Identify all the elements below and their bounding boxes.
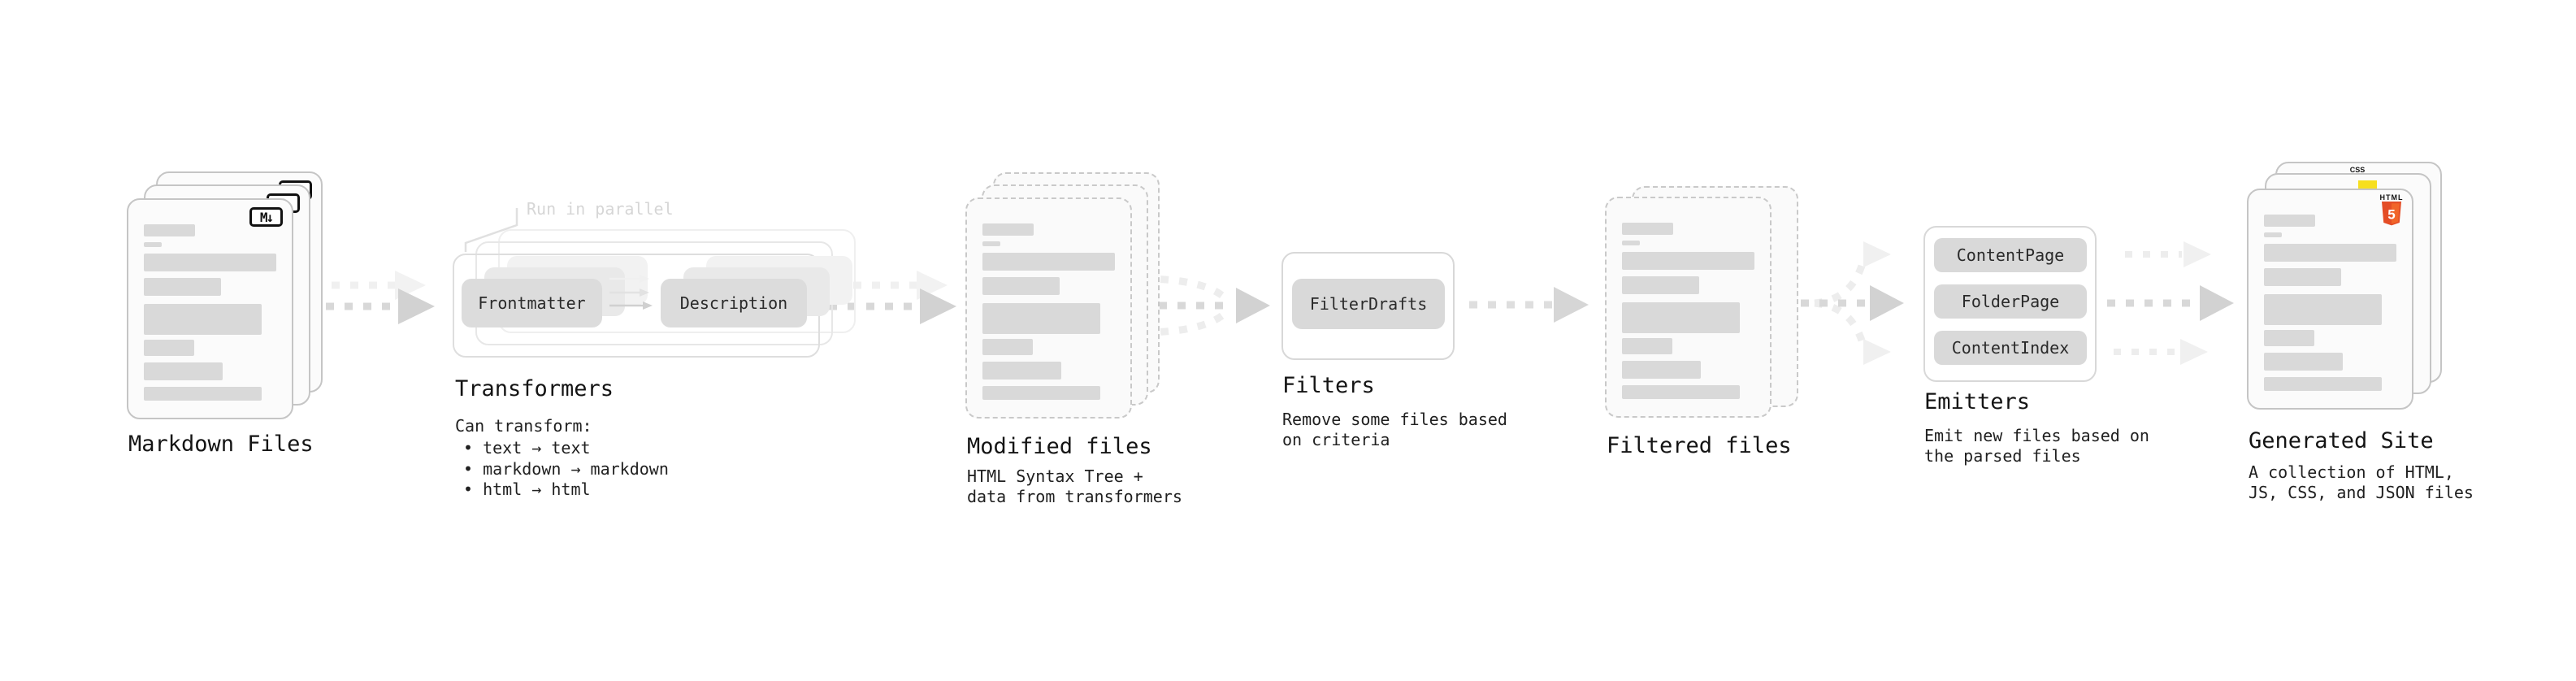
markdown-files-label: Markdown Files <box>128 432 314 457</box>
skeleton-text-bar <box>1622 302 1740 333</box>
transformers-label: Transformers <box>455 376 614 401</box>
skeleton-text-bar <box>1622 361 1701 379</box>
html5-icon: HTML 5 <box>2379 194 2404 228</box>
skeleton-text-bar <box>982 386 1100 400</box>
filtered-file-card-front <box>1605 197 1772 418</box>
filterdrafts-node: FilterDrafts <box>1292 279 1445 329</box>
modified-files-label: Modified files <box>967 434 1152 459</box>
skeleton-text-bar <box>1622 223 1673 235</box>
skeleton-text-bar <box>144 278 221 296</box>
skeleton-text-bar <box>144 340 194 356</box>
skeleton-text-bar <box>2264 294 2382 325</box>
generated-site-label: Generated Site <box>2249 428 2434 453</box>
skeleton-text-bar <box>144 304 262 335</box>
skeleton-text-bar <box>2264 244 2396 262</box>
arrow-filters-to-filtered <box>1469 287 1589 323</box>
skeleton-text-bar <box>2264 330 2314 346</box>
skeleton-text-bar <box>144 387 262 401</box>
skeleton-text-bar <box>982 253 1115 271</box>
filters-frame <box>1281 252 1455 360</box>
emitters-frame <box>1923 226 2097 382</box>
contentindex-node: ContentIndex <box>1934 331 2087 365</box>
generated-site-desc-line: JS, CSS, and JSON files <box>2249 483 2474 502</box>
generated-site-desc-line: A collection of HTML, <box>2249 462 2454 482</box>
skeleton-text-bar <box>982 362 1061 380</box>
run-in-parallel-note: Run in parallel <box>527 199 674 219</box>
arrow-emitters-to-generated <box>2107 241 2234 365</box>
transformers-bullet: • html → html <box>463 479 591 499</box>
skeleton-text-bar <box>144 362 223 380</box>
skeleton-text-bar <box>2264 215 2315 227</box>
generated-file-card-html: HTML 5 <box>2247 189 2413 410</box>
skeleton-text-bar <box>2264 353 2343 371</box>
filtered-files-label: Filtered files <box>1607 433 1792 458</box>
filters-desc-line: on criteria <box>1282 430 1390 449</box>
description-node: Description <box>661 279 807 327</box>
modified-files-desc-line: HTML Syntax Tree + <box>967 466 1143 486</box>
arrow-markdown-to-transformers <box>307 271 435 324</box>
skeleton-text-bar <box>2264 232 2282 237</box>
skeleton-text-bar <box>982 277 1060 295</box>
skeleton-text-bar <box>1622 252 1754 270</box>
js-icon <box>2358 180 2377 191</box>
filters-label: Filters <box>1282 373 1375 398</box>
skeleton-text-bar <box>982 339 1033 355</box>
contentpage-node: ContentPage <box>1934 238 2087 272</box>
skeleton-text-bar <box>144 242 162 247</box>
markdown-file-card-front: M↓ <box>127 198 293 419</box>
arrow-transformers-to-modified <box>829 271 956 324</box>
folderpage-node: FolderPage <box>1934 284 2087 319</box>
skeleton-text-bar <box>1622 385 1740 399</box>
emitters-desc-line: the parsed files <box>1924 446 2081 466</box>
emitters-label: Emitters <box>1924 389 2031 414</box>
skeleton-text-bar <box>982 241 1000 246</box>
transformers-bullet: • markdown → markdown <box>463 459 669 479</box>
skeleton-text-bar <box>144 224 195 236</box>
svg-text:5: 5 <box>2387 207 2395 223</box>
transformers-desc-title: Can transform: <box>455 416 592 436</box>
skeleton-text-bar <box>2264 377 2382 391</box>
frontmatter-to-description-arrows <box>609 275 653 310</box>
skeleton-text-bar <box>1622 241 1640 245</box>
frontmatter-node: Frontmatter <box>462 279 602 327</box>
markdown-icon: M↓ <box>249 207 283 227</box>
skeleton-text-bar <box>1622 338 1672 354</box>
emitters-desc-line: Emit new files based on <box>1924 426 2149 445</box>
arrow-modified-to-filters <box>1140 275 1270 336</box>
skeleton-text-bar <box>982 303 1100 334</box>
skeleton-text-bar <box>144 254 276 271</box>
modified-file-card-front <box>965 197 1132 419</box>
arrow-filtered-to-emitters <box>1782 241 1904 365</box>
filters-desc-line: Remove some files based <box>1282 410 1507 429</box>
skeleton-text-bar <box>1622 276 1699 294</box>
run-in-parallel-leader-line <box>464 208 518 252</box>
modified-files-desc-line: data from transformers <box>967 487 1182 506</box>
transformers-bullet: • text → text <box>463 438 591 458</box>
skeleton-text-bar <box>2264 268 2341 286</box>
skeleton-text-bar <box>982 223 1034 236</box>
